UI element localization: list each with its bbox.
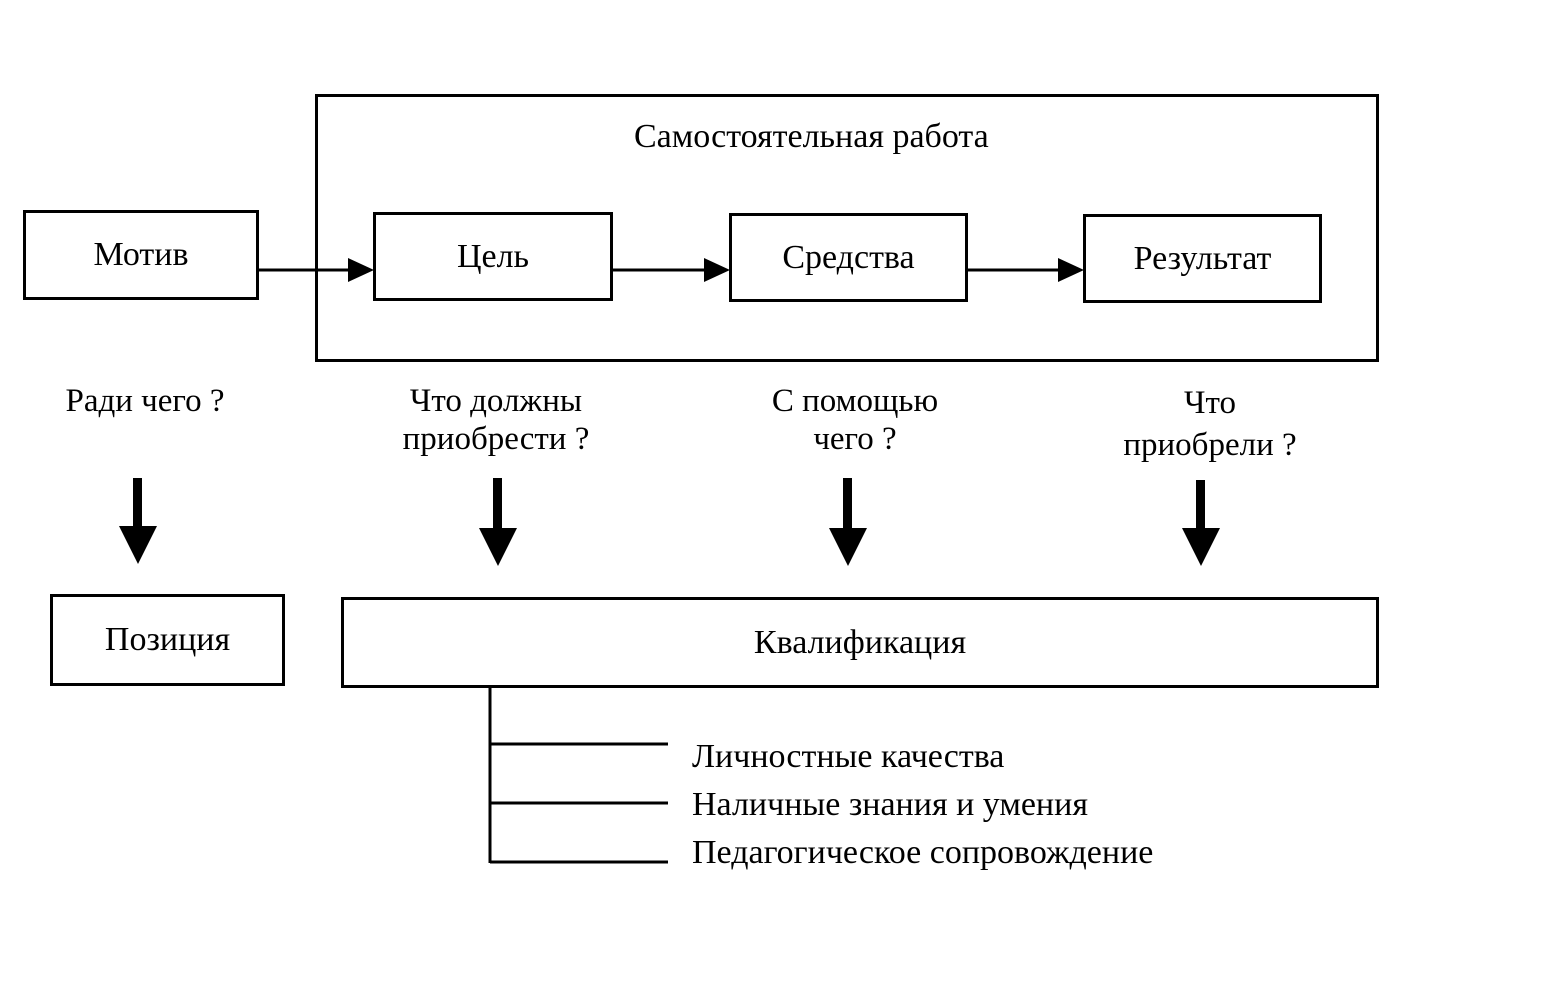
question-motive: Ради чего ? bbox=[40, 382, 250, 420]
arrow-motive-to-goal bbox=[258, 258, 374, 282]
question-goal: Что должны приобрести ? bbox=[372, 382, 620, 458]
goal-box: Цель bbox=[373, 212, 613, 301]
question-means-line1: С помощью bbox=[771, 383, 939, 419]
arrow-down-3 bbox=[829, 478, 867, 566]
result-box: Результат bbox=[1083, 214, 1322, 303]
question-means-line2: чего ? bbox=[813, 421, 897, 457]
qualification-item-knowledge-skills: Наличные знания и умения bbox=[692, 786, 1088, 823]
question-goal-line1: Что должны bbox=[409, 383, 583, 419]
qualification-item-personal-qualities: Личностные качества bbox=[692, 738, 1005, 775]
independent-work-frame bbox=[315, 94, 1379, 362]
arrow-goal-to-means bbox=[612, 258, 730, 282]
arrow-down-1 bbox=[119, 478, 157, 564]
question-motive-line1: Ради чего ? bbox=[65, 383, 225, 419]
means-box: Средства bbox=[729, 213, 968, 302]
question-result-line1: Что bbox=[1184, 385, 1236, 421]
motive-box: Мотив bbox=[23, 210, 259, 300]
qualification-bracket bbox=[488, 686, 668, 864]
question-result-line2: приобрели ? bbox=[1123, 427, 1297, 463]
question-goal-line2: приобрести ? bbox=[402, 421, 590, 457]
qualification-box: Квалификация bbox=[341, 597, 1379, 688]
position-box: Позиция bbox=[50, 594, 285, 686]
qualification-item-pedagogical-support: Педагогическое сопровождение bbox=[692, 834, 1154, 871]
arrow-down-4 bbox=[1182, 480, 1220, 566]
arrow-means-to-result bbox=[966, 258, 1084, 282]
independent-work-title: Самостоятельная работа bbox=[634, 118, 989, 155]
question-means: С помощью чего ? bbox=[735, 382, 975, 458]
question-result: Что приобрели ? bbox=[1090, 384, 1330, 464]
arrow-down-2 bbox=[479, 478, 517, 566]
